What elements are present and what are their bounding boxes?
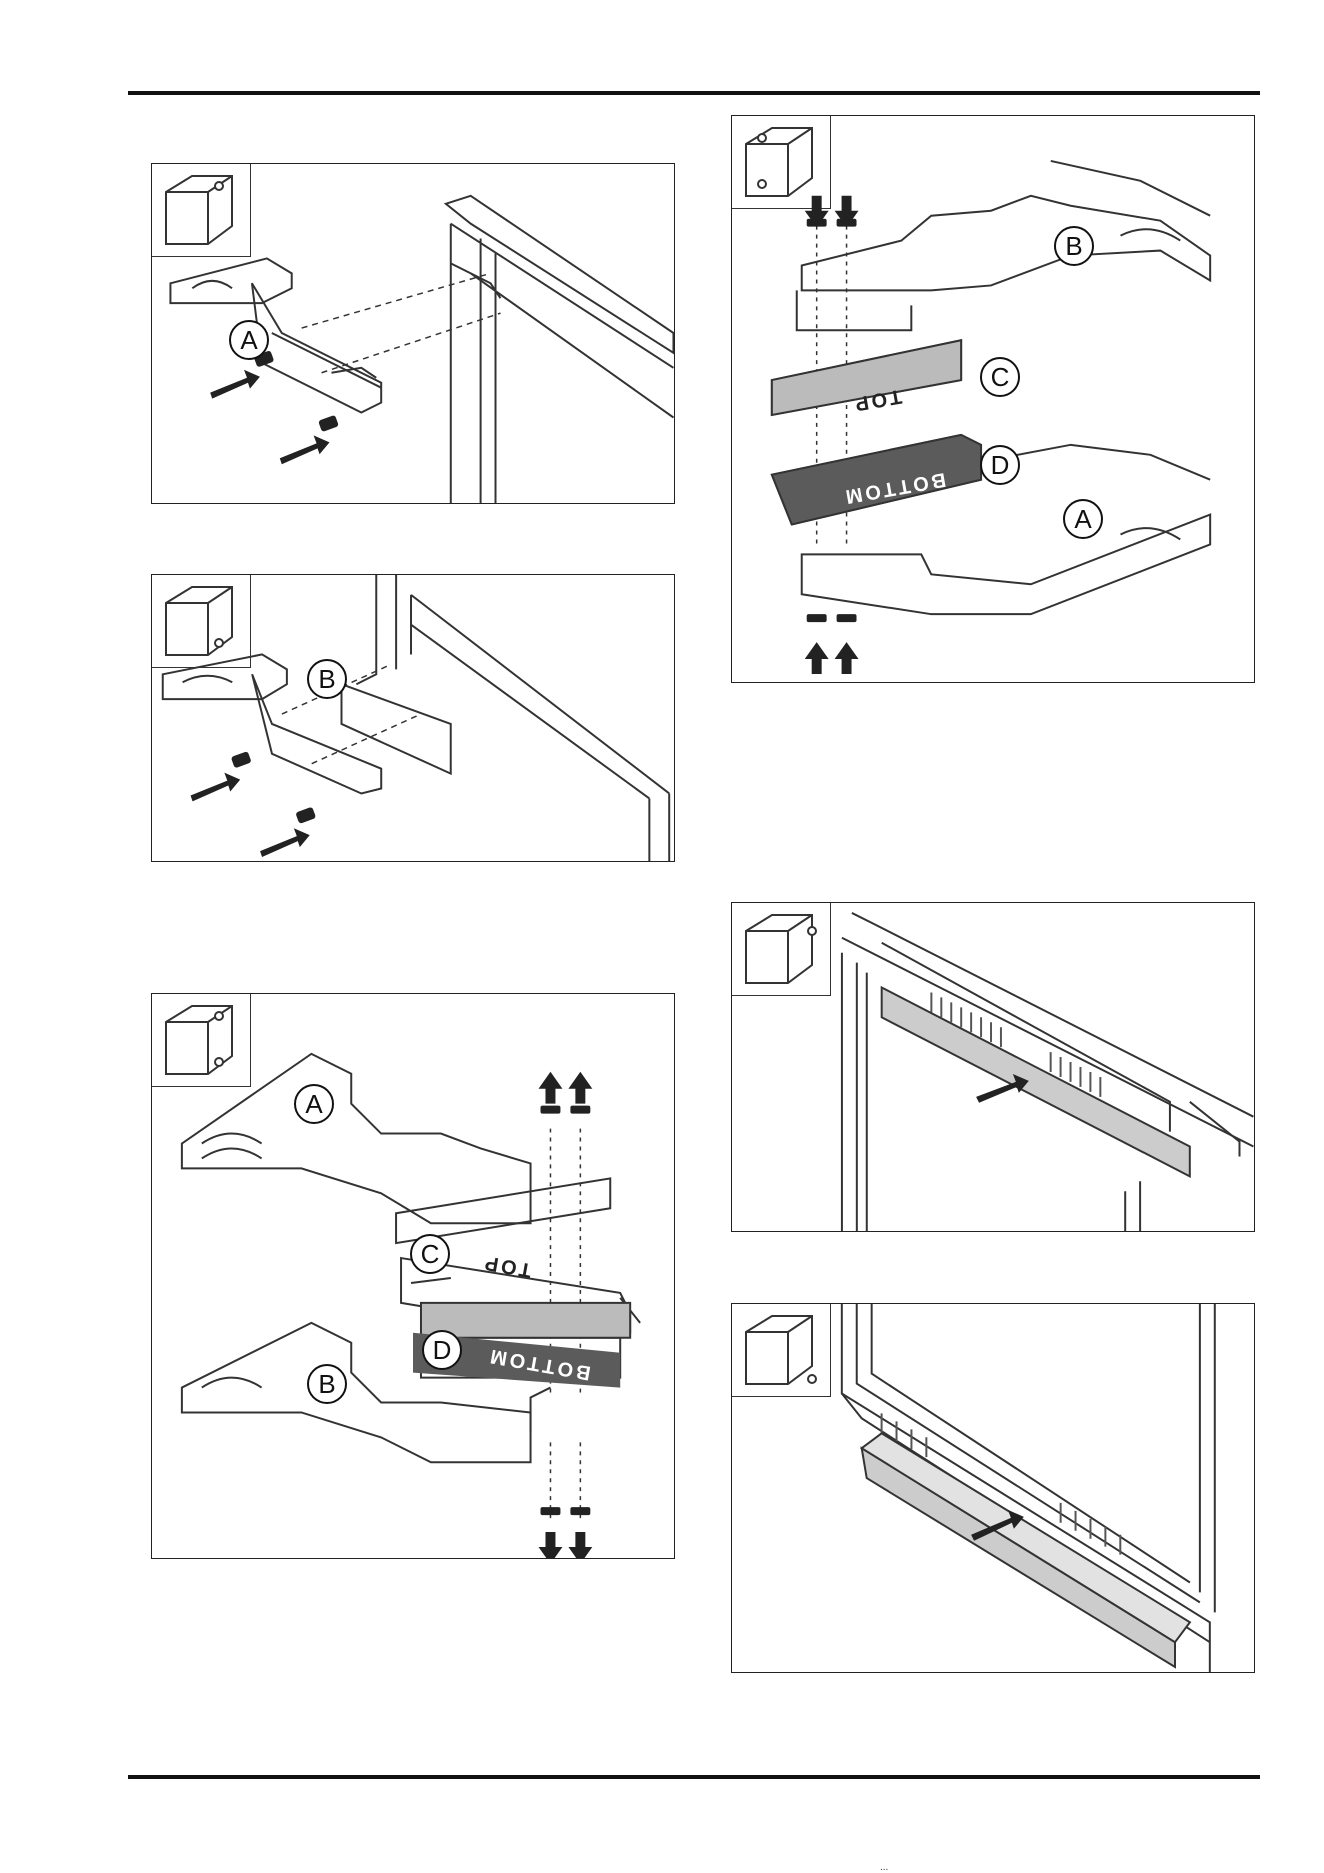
header-rule: [128, 91, 1260, 95]
callout-d: D: [980, 445, 1020, 485]
callout-b: B: [307, 659, 347, 699]
callout-c: C: [980, 357, 1020, 397]
figure-hinge-a-removal: A: [151, 163, 675, 504]
callout-b: B: [307, 1364, 347, 1404]
figure-hinge-conversion-right: B C D A TOP BOTTOM: [731, 115, 1255, 683]
figure-hinge-b-removal: B: [151, 574, 675, 862]
callout-a: A: [294, 1084, 334, 1124]
footer-mark: ...: [880, 1862, 888, 1873]
callout-a: A: [229, 320, 269, 360]
footer-rule: [128, 1775, 1260, 1779]
callout-c: C: [410, 1234, 450, 1274]
figure-top-cover-removal: [731, 902, 1255, 1232]
figure-bottom-cover-removal: [731, 1303, 1255, 1673]
callout-a: A: [1063, 499, 1103, 539]
callout-b: B: [1054, 226, 1094, 266]
figure-hinge-conversion-left: A C D B TOP BOTTOM: [151, 993, 675, 1559]
callout-d: D: [422, 1330, 462, 1370]
